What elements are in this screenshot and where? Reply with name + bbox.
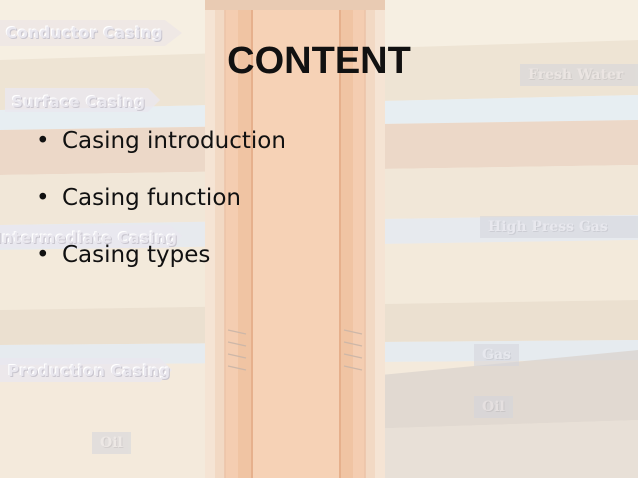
- bullet-list: • Casing introduction • Casing function • C…: [36, 126, 286, 297]
- fresh-water-label: Fresh Water: [520, 64, 638, 86]
- production-casing-label: Production Casing: [8, 362, 171, 380]
- bullet-text: Casing types: [62, 242, 211, 268]
- surface-casing-label: Surface Casing: [12, 93, 146, 111]
- slide-title: CONTENT: [227, 40, 411, 82]
- intermediate-casing-label: Intermediate Casing: [0, 229, 178, 247]
- conductor-casing-label: Conductor Casing: [6, 24, 164, 42]
- bullet-item: • Casing types: [36, 240, 286, 270]
- bullet-text: Casing function: [62, 185, 241, 211]
- bullet-text: Casing introduction: [62, 128, 286, 154]
- bullet-icon: •: [36, 128, 50, 154]
- bullet-item: • Casing introduction: [36, 126, 286, 156]
- bullet-icon: •: [36, 242, 50, 268]
- high-press-gas-label: High Press Gas: [480, 216, 638, 238]
- bullet-icon: •: [36, 185, 50, 211]
- oil-right-label: Oil: [474, 396, 513, 418]
- oil-bottom-label: Oil: [92, 432, 131, 454]
- bullet-item: • Casing function: [36, 183, 286, 213]
- gas-label: Gas: [474, 344, 519, 366]
